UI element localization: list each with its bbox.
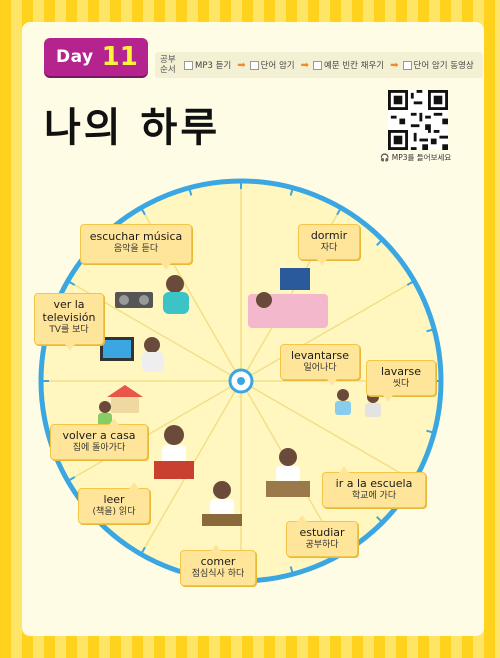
clock-spoke	[74, 380, 242, 478]
day-badge: Day 11	[44, 38, 148, 76]
clock-tick	[289, 187, 294, 196]
day-word: Day	[56, 47, 94, 67]
korean-meaning: 음악을 듣다	[113, 244, 159, 254]
step-mp3[interactable]: MP3 듣기	[184, 59, 231, 71]
bubble-ver-la-television: ver la televisión TV를 보다	[34, 293, 104, 351]
music-figure	[115, 275, 189, 314]
studying-figure	[266, 448, 310, 497]
arrow-right-icon: ➡	[390, 59, 399, 71]
bubble-dormir: dormir 자다	[298, 224, 360, 266]
spanish-word: lavarse	[380, 365, 422, 378]
clock-tick	[426, 328, 435, 333]
arrow-right-icon: ➡	[237, 59, 246, 71]
step-word-memorize[interactable]: 단어 암기	[249, 59, 295, 71]
checkbox-icon[interactable]	[402, 60, 412, 70]
spanish-word: ver la televisión	[42, 298, 96, 324]
clock-spoke	[240, 284, 408, 382]
korean-meaning: 점심식사 하다	[191, 569, 245, 579]
korean-meaning: (책을) 읽다	[92, 507, 136, 517]
korean-meaning: 씻다	[392, 379, 410, 389]
korean-meaning: TV를 보다	[49, 325, 89, 335]
bubble-escuchar-musica: escuchar música 음악을 듣다	[80, 224, 192, 270]
clock-tick	[426, 429, 435, 434]
clock-tick	[67, 476, 76, 482]
spanish-word: leer	[103, 493, 125, 506]
clock-tick	[376, 238, 384, 246]
tv-figure	[100, 337, 164, 372]
bubble-volver-a-casa: volver a casa 집에 돌아가다	[50, 418, 148, 460]
step-fill-blanks[interactable]: 예문 빈칸 채우기	[312, 59, 384, 71]
spanish-word: ir a la escuela	[335, 477, 413, 490]
bubble-comer: comer 점심식사 하다	[180, 544, 256, 586]
study-order-label: 공부 순서	[160, 55, 176, 75]
checkbox-icon[interactable]	[312, 60, 322, 70]
clock-tick	[336, 207, 342, 216]
clock-tick	[188, 187, 193, 196]
clock-tick	[376, 516, 384, 524]
bubble-leer: leer (책을) 읽다	[78, 482, 150, 524]
checkbox-icon[interactable]	[184, 60, 193, 70]
spanish-word: levantarse	[290, 349, 350, 362]
qr-caption: 🎧 MP3를 들어보세요	[380, 153, 452, 162]
spanish-word: escuchar música	[89, 230, 183, 243]
sleeping-figure	[248, 268, 328, 328]
spanish-word: dormir	[310, 229, 348, 242]
headphones-icon: 🎧	[380, 153, 390, 162]
korean-meaning: 학교에 가다	[351, 491, 397, 501]
checkbox-icon[interactable]	[249, 60, 259, 70]
korean-meaning: 집에 돌아가다	[72, 443, 126, 453]
study-steps: 공부 순서 MP3 듣기 ➡ 단어 암기 ➡ 예문 빈칸 채우기 ➡ 단어 암기…	[155, 52, 483, 78]
clock-tick	[289, 566, 294, 575]
home-figure	[98, 385, 143, 427]
qr-code-icon[interactable]	[388, 90, 448, 150]
spanish-word: comer	[200, 555, 236, 568]
bubble-ir-a-la-escuela: ir a la escuela 학교에 가다	[322, 466, 426, 508]
clock-tick	[406, 280, 415, 286]
spanish-word: estudiar	[299, 526, 345, 539]
day-number: 11	[101, 42, 138, 72]
clock-tick	[140, 546, 146, 555]
eating-figure	[202, 481, 242, 526]
bubble-levantarse: levantarse 일어나다	[280, 344, 360, 386]
clock-tick	[140, 207, 146, 216]
spanish-word: volver a casa	[62, 429, 136, 442]
reading-figure	[154, 425, 194, 479]
bubble-estudiar: estudiar 공부하다	[286, 515, 358, 557]
clock-tick	[67, 280, 76, 286]
page-title: 나의 하루	[44, 105, 221, 151]
arrow-right-icon: ➡	[300, 59, 309, 71]
korean-meaning: 공부하다	[305, 540, 339, 550]
korean-meaning: 자다	[320, 243, 338, 253]
bubble-lavarse: lavarse 씻다	[366, 360, 436, 402]
step-word-video[interactable]: 단어 암기 동영상	[402, 59, 474, 71]
korean-meaning: 일어나다	[303, 363, 337, 373]
clock-spoke	[240, 380, 408, 478]
